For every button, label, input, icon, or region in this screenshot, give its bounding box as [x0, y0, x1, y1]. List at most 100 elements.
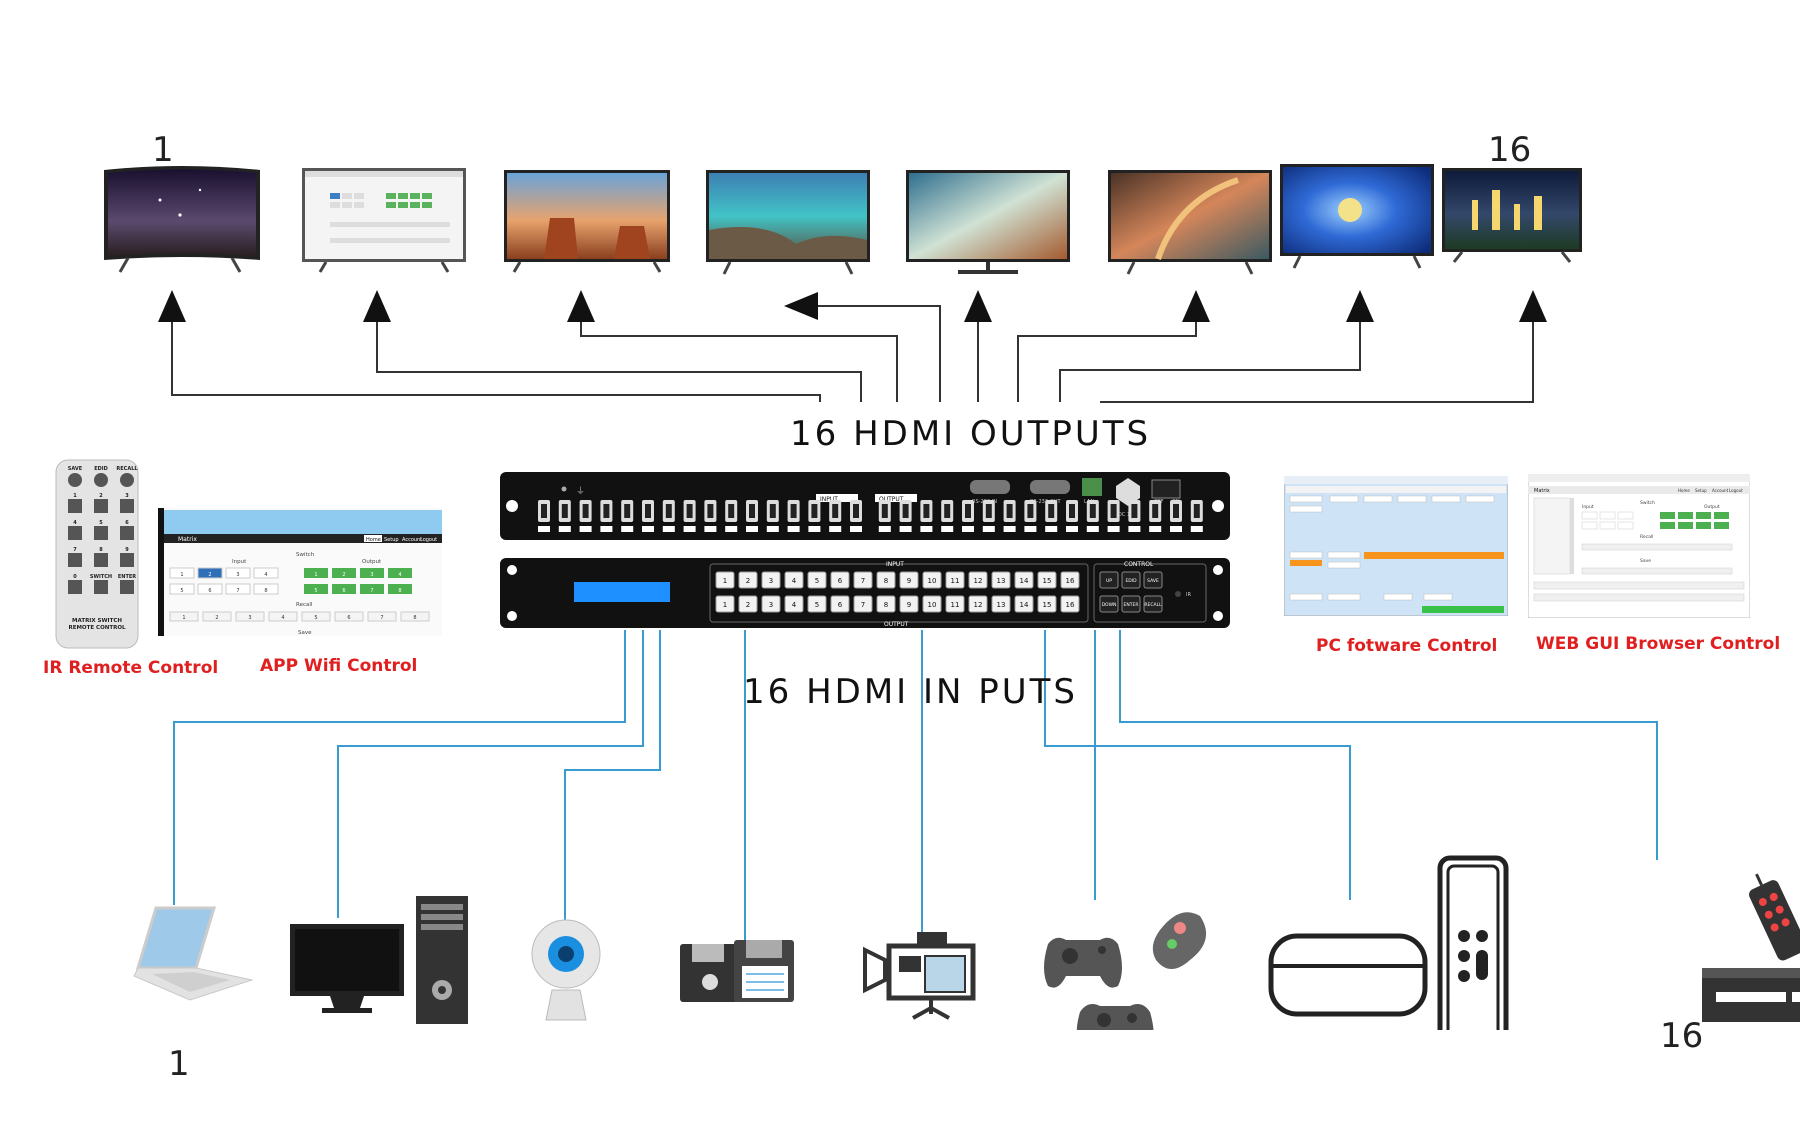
- input-button-11[interactable]: [945, 571, 965, 589]
- app-input-key[interactable]: [253, 583, 279, 595]
- control-button-save[interactable]: [1143, 571, 1163, 589]
- web-input-key[interactable]: [1581, 511, 1598, 520]
- remote-key-switch[interactable]: [94, 580, 108, 594]
- output-button-9[interactable]: [899, 595, 919, 613]
- web-output-key[interactable]: [1714, 512, 1729, 519]
- web-input-key[interactable]: [1617, 521, 1634, 530]
- control-button-recall[interactable]: [1143, 595, 1163, 613]
- input-button-3[interactable]: [761, 571, 781, 589]
- app-output-key[interactable]: [332, 568, 356, 578]
- app-recall-key[interactable]: [301, 611, 331, 622]
- app-input-key[interactable]: [169, 567, 195, 579]
- remote-key-2[interactable]: [94, 499, 108, 513]
- output-button-4[interactable]: [784, 595, 804, 613]
- app-input-key[interactable]: [169, 583, 195, 595]
- remote-key-enter[interactable]: [120, 580, 134, 594]
- remote-key-4[interactable]: [68, 526, 82, 540]
- output-button-15[interactable]: [1037, 595, 1057, 613]
- remote-key-6[interactable]: [120, 526, 134, 540]
- output-button-13[interactable]: [991, 595, 1011, 613]
- app-recall-key[interactable]: [268, 611, 298, 622]
- remote-key-label: SWITCH: [90, 574, 112, 580]
- app-recall-key[interactable]: [334, 611, 364, 622]
- control-button-up[interactable]: [1099, 571, 1119, 589]
- input-button-5[interactable]: [807, 571, 827, 589]
- web-output-key[interactable]: [1660, 512, 1675, 519]
- input-button-2[interactable]: [738, 571, 758, 589]
- remote-key-recall[interactable]: [120, 473, 134, 487]
- app-output-key[interactable]: [388, 584, 412, 594]
- input-button-16[interactable]: [1060, 571, 1080, 589]
- input-button-9[interactable]: [899, 571, 919, 589]
- output-button-5[interactable]: [807, 595, 827, 613]
- output-button-3[interactable]: [761, 595, 781, 613]
- web-output-key[interactable]: [1714, 522, 1729, 529]
- app-recall-key[interactable]: [400, 611, 430, 622]
- output-button-16[interactable]: [1060, 595, 1080, 613]
- control-button-enter[interactable]: [1121, 595, 1141, 613]
- remote-key-9[interactable]: [120, 553, 134, 567]
- output-button-14[interactable]: [1014, 595, 1034, 613]
- app-output-key[interactable]: [304, 568, 328, 578]
- remote-key-8[interactable]: [94, 553, 108, 567]
- web-output-key[interactable]: [1678, 512, 1693, 519]
- app-menu-home[interactable]: Home: [366, 537, 381, 543]
- app-input-key[interactable]: [225, 567, 251, 579]
- app-input-key[interactable]: [197, 583, 223, 595]
- input-button-8[interactable]: [876, 571, 896, 589]
- web-menu-home[interactable]: Home: [1678, 488, 1690, 493]
- input-button-6[interactable]: [830, 571, 850, 589]
- output-button-11[interactable]: [945, 595, 965, 613]
- output-button-12[interactable]: [968, 595, 988, 613]
- app-input-key[interactable]: [253, 567, 279, 579]
- remote-key-edid[interactable]: [94, 473, 108, 487]
- app-output-key[interactable]: [360, 584, 384, 594]
- output-button-6[interactable]: [830, 595, 850, 613]
- input-button-12[interactable]: [968, 571, 988, 589]
- remote-key-3[interactable]: [120, 499, 134, 513]
- input-button-10[interactable]: [922, 571, 942, 589]
- app-recall-key[interactable]: [367, 611, 397, 622]
- app-input-key[interactable]: [197, 567, 223, 579]
- web-menu-logout[interactable]: Logout: [1729, 488, 1743, 493]
- web-menu-setup[interactable]: Setup: [1695, 488, 1707, 493]
- app-output-key[interactable]: [388, 568, 412, 578]
- web-output-key[interactable]: [1678, 522, 1693, 529]
- output-button-8[interactable]: [876, 595, 896, 613]
- input-button-4[interactable]: [784, 571, 804, 589]
- app-output-key[interactable]: [304, 584, 328, 594]
- web-output-key[interactable]: [1660, 522, 1675, 529]
- app-menu-account[interactable]: Account: [402, 537, 422, 543]
- remote-key-0[interactable]: [68, 580, 82, 594]
- remote-key-5[interactable]: [94, 526, 108, 540]
- output-button-7[interactable]: [853, 595, 873, 613]
- app-menu-setup[interactable]: Setup: [384, 537, 399, 543]
- web-input-key[interactable]: [1599, 521, 1616, 530]
- web-input-key[interactable]: [1599, 511, 1616, 520]
- input-button-1[interactable]: [715, 571, 735, 589]
- web-output-key[interactable]: [1696, 522, 1711, 529]
- app-output-key[interactable]: [332, 584, 356, 594]
- control-button-edid[interactable]: [1121, 571, 1141, 589]
- output-button-2[interactable]: [738, 595, 758, 613]
- app-recall-key[interactable]: [169, 611, 199, 622]
- output-button-1[interactable]: [715, 595, 735, 613]
- remote-key-save[interactable]: [68, 473, 82, 487]
- input-button-14[interactable]: [1014, 571, 1034, 589]
- input-button-13[interactable]: [991, 571, 1011, 589]
- control-button-down[interactable]: [1099, 595, 1119, 613]
- web-output-key[interactable]: [1696, 512, 1711, 519]
- app-input-key[interactable]: [225, 583, 251, 595]
- web-input-key[interactable]: [1617, 511, 1634, 520]
- input-button-7[interactable]: [853, 571, 873, 589]
- web-menu-account[interactable]: Account: [1712, 488, 1729, 493]
- app-output-key[interactable]: [360, 568, 384, 578]
- app-recall-key[interactable]: [235, 611, 265, 622]
- output-button-10[interactable]: [922, 595, 942, 613]
- remote-key-1[interactable]: [68, 499, 82, 513]
- app-menu-logout[interactable]: Logout: [420, 537, 437, 543]
- input-button-15[interactable]: [1037, 571, 1057, 589]
- app-recall-key[interactable]: [202, 611, 232, 622]
- web-input-key[interactable]: [1581, 521, 1598, 530]
- remote-key-7[interactable]: [68, 553, 82, 567]
